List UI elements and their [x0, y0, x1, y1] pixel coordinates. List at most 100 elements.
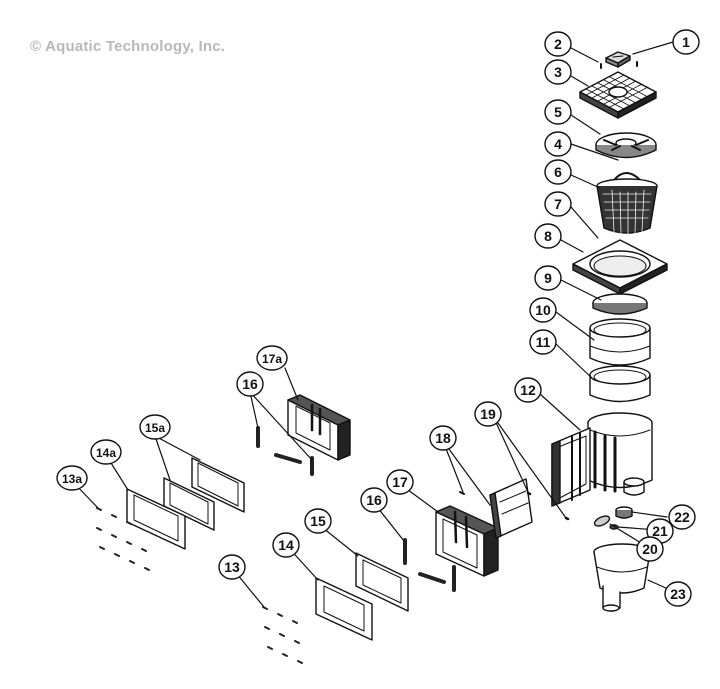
- callout-label: 19: [480, 406, 496, 422]
- callout-label: 16: [242, 376, 258, 392]
- part-9-ring: [592, 293, 648, 315]
- callout-label: 7: [554, 196, 562, 212]
- callout-label: 15a: [145, 421, 165, 435]
- part-14a-faceplate: [126, 488, 186, 550]
- callout-circle: [256, 345, 288, 371]
- callout-circle: [672, 29, 700, 55]
- callout-label: 14a: [96, 446, 116, 460]
- callout-circle: [386, 469, 414, 495]
- callout-15: 15: [304, 508, 332, 534]
- callout-13: 13: [218, 554, 246, 580]
- callout-label: 8: [544, 228, 552, 244]
- callout-11: 11: [529, 329, 557, 355]
- part-15-gasket: [355, 552, 409, 612]
- part-17a-throat: [287, 394, 351, 461]
- callout-13a: 13a: [56, 465, 88, 491]
- callout-19: 19: [474, 401, 502, 427]
- callout-10: 10: [529, 297, 557, 323]
- callout-circle: [139, 414, 171, 440]
- callout-label: 13: [224, 559, 240, 575]
- callout-circle: [429, 425, 457, 451]
- callout-7: 7: [544, 191, 572, 217]
- callout-label: 16: [366, 492, 382, 508]
- callout-circle: [544, 191, 572, 217]
- callout-circle: [360, 487, 388, 513]
- callout-circle: [90, 439, 122, 465]
- callout-circle: [534, 265, 562, 291]
- callout-circle: [272, 532, 300, 558]
- callout-16b: 16: [360, 487, 388, 513]
- callout-15a: 15a: [139, 414, 171, 440]
- part-14-faceplate: [315, 577, 373, 641]
- callout-label: 13a: [62, 472, 82, 486]
- callout-circle: [218, 554, 246, 580]
- callout-6: 6: [544, 159, 572, 185]
- part-1-cap: [605, 51, 631, 68]
- callout-16a: 16: [236, 371, 264, 397]
- part-5-float: [595, 132, 657, 159]
- callout-circle: [529, 297, 557, 323]
- callout-14: 14: [272, 532, 300, 558]
- callout-label: 5: [554, 104, 562, 120]
- callout-5: 5: [544, 99, 572, 125]
- copyright-notice: © Aquatic Technology, Inc.: [30, 38, 226, 55]
- callout-label: 14: [278, 537, 294, 553]
- part-2-pins: [600, 61, 638, 69]
- callout-label: 6: [554, 164, 562, 180]
- callout-1: 1: [672, 29, 700, 55]
- callout-label: 22: [674, 509, 690, 525]
- callout-label: 1: [682, 34, 690, 50]
- callout-label: 21: [652, 523, 668, 539]
- callout-circle: [544, 59, 572, 85]
- callout-circle: [514, 377, 542, 403]
- callout-circle: [636, 536, 664, 562]
- callout-label: 4: [554, 136, 562, 152]
- callout-label: 17a: [262, 352, 282, 366]
- part-3-lid: [579, 71, 657, 119]
- callout-17: 17: [386, 469, 414, 495]
- callout-label: 12: [520, 382, 536, 398]
- callout-12: 12: [514, 377, 542, 403]
- part-20-disc: [593, 515, 611, 527]
- callout-circle: [664, 581, 692, 607]
- callout-circle: [474, 401, 502, 427]
- part-8-collar: [572, 239, 668, 295]
- callout-3: 3: [544, 59, 572, 85]
- callout-label: 23: [670, 586, 686, 602]
- callout-17a: 17a: [256, 345, 288, 371]
- callout-label: 9: [544, 270, 552, 286]
- part-18-weir: [459, 478, 533, 539]
- part-16-screws-lower: [403, 538, 456, 592]
- callout-2: 2: [544, 31, 572, 57]
- callout-20: 20: [636, 536, 664, 562]
- callout-circle: [544, 131, 572, 157]
- part-17-throat: [435, 505, 499, 577]
- part-22-plug: [615, 506, 633, 519]
- callout-circle: [668, 504, 696, 530]
- callout-circle: [56, 465, 88, 491]
- callout-4: 4: [544, 131, 572, 157]
- part-12-skimmer-body: [551, 412, 653, 507]
- callout-circle: [236, 371, 264, 397]
- part-13-screws: [262, 606, 303, 664]
- part-23-housing: [593, 543, 651, 612]
- callout-label: 10: [535, 302, 551, 318]
- part-10-extension: [589, 318, 651, 366]
- callout-14a: 14a: [90, 439, 122, 465]
- callout-circle: [544, 99, 572, 125]
- callout-label: 17: [392, 474, 408, 490]
- callout-label: 18: [435, 430, 451, 446]
- callout-label: 15: [310, 513, 326, 529]
- part-11-extension: [589, 365, 651, 403]
- callout-label: 11: [536, 334, 551, 350]
- callout-circle: [544, 31, 572, 57]
- callout-circle: [544, 159, 572, 185]
- part-16-screws-upper: [256, 426, 314, 476]
- callout-label: 2: [554, 36, 562, 52]
- callout-label: 3: [554, 64, 562, 80]
- callout-circle: [534, 223, 562, 249]
- callout-9: 9: [534, 265, 562, 291]
- callout-circle: [529, 329, 557, 355]
